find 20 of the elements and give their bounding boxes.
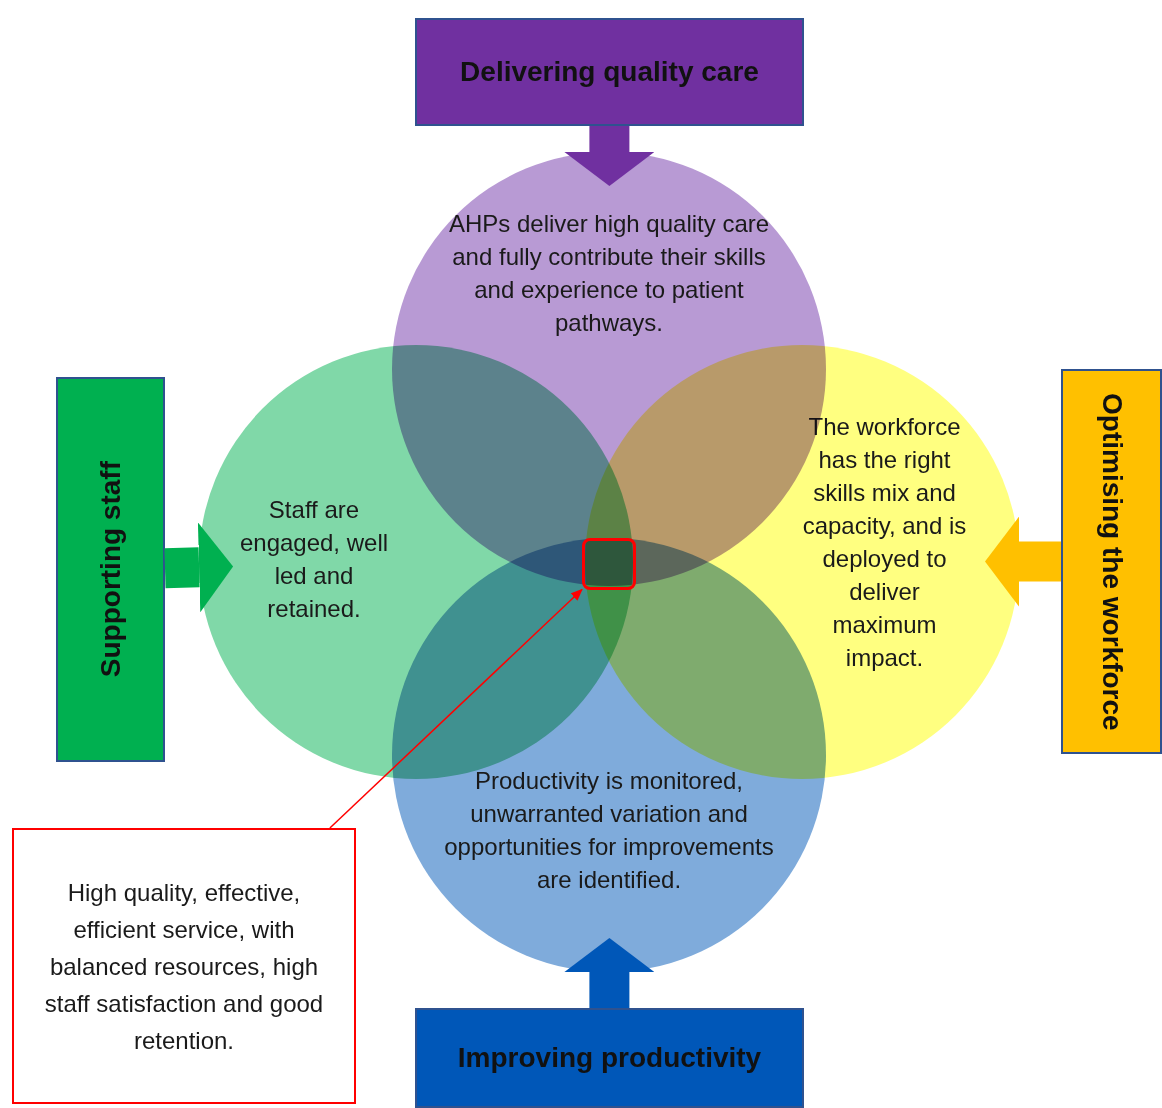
heading-box <box>415 1008 804 1108</box>
outcome-box <box>12 828 356 1104</box>
heading-text: Improving productivity <box>457 1042 762 1074</box>
heading-text: Supporting staff <box>94 461 127 678</box>
block-arrow <box>564 938 655 1008</box>
heading-text: Optimising the workforce <box>1095 392 1128 731</box>
highlight-square <box>582 538 636 590</box>
block-arrow <box>164 522 234 613</box>
block-arrow <box>564 126 655 186</box>
leader-arrow <box>329 588 583 829</box>
circle-text: The workforce has the right skills mix and capacity, and is deployed to deliver maximum impact. <box>801 412 968 673</box>
heading-box <box>1061 369 1162 754</box>
circle-text: Staff are engaged, well led and retained. <box>239 495 389 624</box>
circle-text: Productivity is monitored, unwarranted variation and opportunities for improvements are identified. <box>443 766 775 895</box>
outcome-text: High quality, effective, efficient service, with balanced resources, high staff satisfaction and good retention. <box>43 877 325 1056</box>
heading-text: Delivering quality care <box>460 56 759 88</box>
heading-box <box>415 18 804 126</box>
block-arrow <box>985 516 1061 607</box>
circle-text: AHPs deliver high quality care and fully contribute their skills and experience to patient pathways. <box>447 209 771 338</box>
heading-box <box>56 377 165 762</box>
